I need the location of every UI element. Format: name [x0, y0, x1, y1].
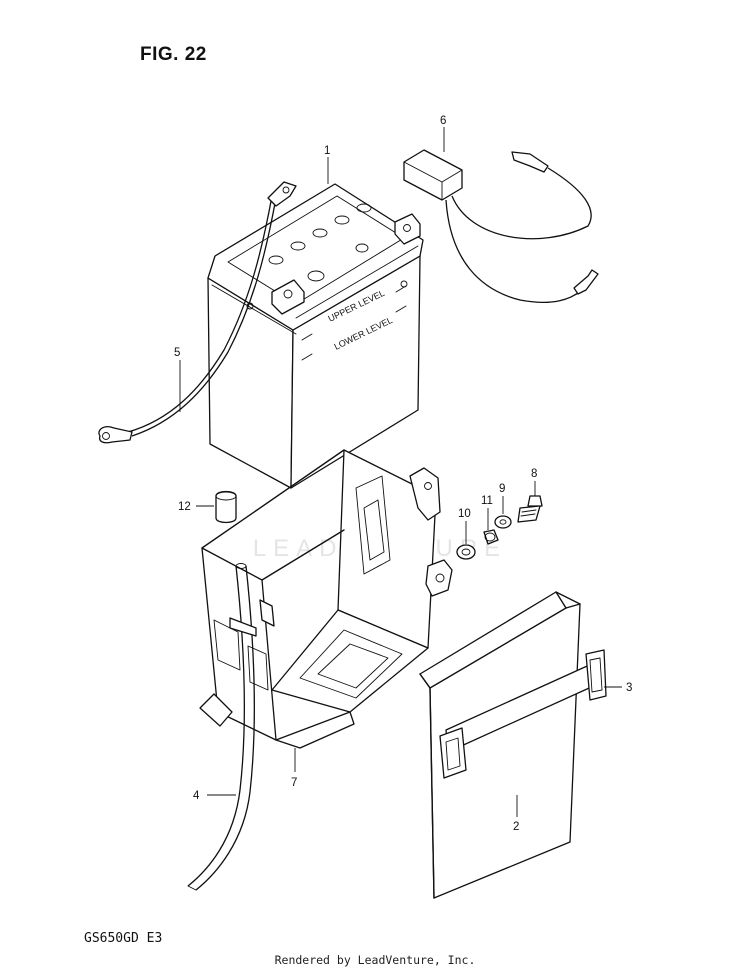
spacer[interactable] — [483, 529, 499, 545]
washer[interactable] — [494, 515, 512, 529]
model-code: GS650GD E3 — [84, 931, 163, 946]
callout-12: 12 — [178, 501, 191, 513]
breather-hose[interactable] — [187, 563, 257, 891]
figure-title: FIG. 22 — [140, 44, 207, 65]
vent-cap[interactable] — [215, 490, 237, 524]
callout-7: 7 — [291, 777, 297, 789]
callout-1: 1 — [324, 145, 330, 157]
battery-band[interactable] — [439, 649, 607, 779]
battery-cover[interactable] — [419, 591, 581, 899]
callout-3: 3 — [626, 682, 632, 694]
positive-lead-with-cap[interactable] — [403, 149, 599, 303]
leader-lines — [179, 127, 622, 817]
callout-11: 11 — [481, 495, 493, 507]
battery[interactable]: UPPER LEVEL LOWER LEVEL — [207, 183, 424, 489]
battery-cable[interactable] — [98, 181, 297, 444]
battery-holder[interactable] — [199, 449, 453, 749]
cushion[interactable] — [456, 544, 476, 560]
callout-2: 2 — [513, 821, 519, 833]
bolt[interactable] — [517, 495, 543, 523]
callout-4: 4 — [193, 790, 200, 802]
callout-10: 10 — [458, 508, 471, 520]
callout-6: 6 — [440, 115, 446, 127]
callout-8: 8 — [531, 468, 537, 480]
callout-5: 5 — [174, 347, 180, 359]
callout-9: 9 — [499, 483, 505, 495]
credit-line: Rendered by LeadVenture, Inc. — [274, 953, 476, 967]
